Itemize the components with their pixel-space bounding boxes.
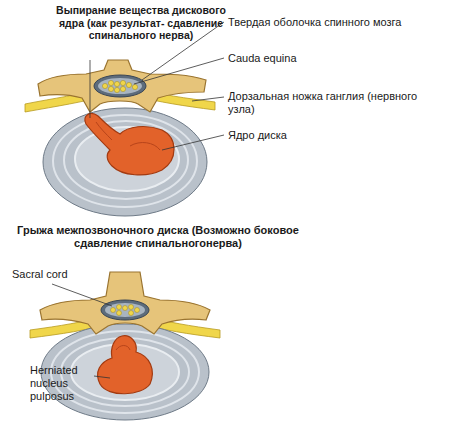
part-label: Herniated nucleus pulposus — [30, 364, 92, 404]
callout-label: Выпирание вещества дискового ядра (как р… — [52, 4, 230, 42]
part-label: Ядро диска — [228, 129, 443, 142]
leader-lines — [52, 284, 112, 378]
leader-lines — [90, 22, 224, 150]
part-label: Sacral cord — [12, 268, 102, 281]
figure-heading: Грыжа межпозвоночного диска (Возможно бо… — [8, 224, 308, 250]
part-label: Твердая оболочка спинного мозга — [228, 16, 443, 29]
part-label: Дорзальная ножка ганглия (нервного узла) — [228, 90, 443, 116]
top-vertebra — [25, 60, 215, 216]
part-label: Cauda equina — [228, 52, 443, 65]
bottom-vertebra — [30, 272, 220, 420]
